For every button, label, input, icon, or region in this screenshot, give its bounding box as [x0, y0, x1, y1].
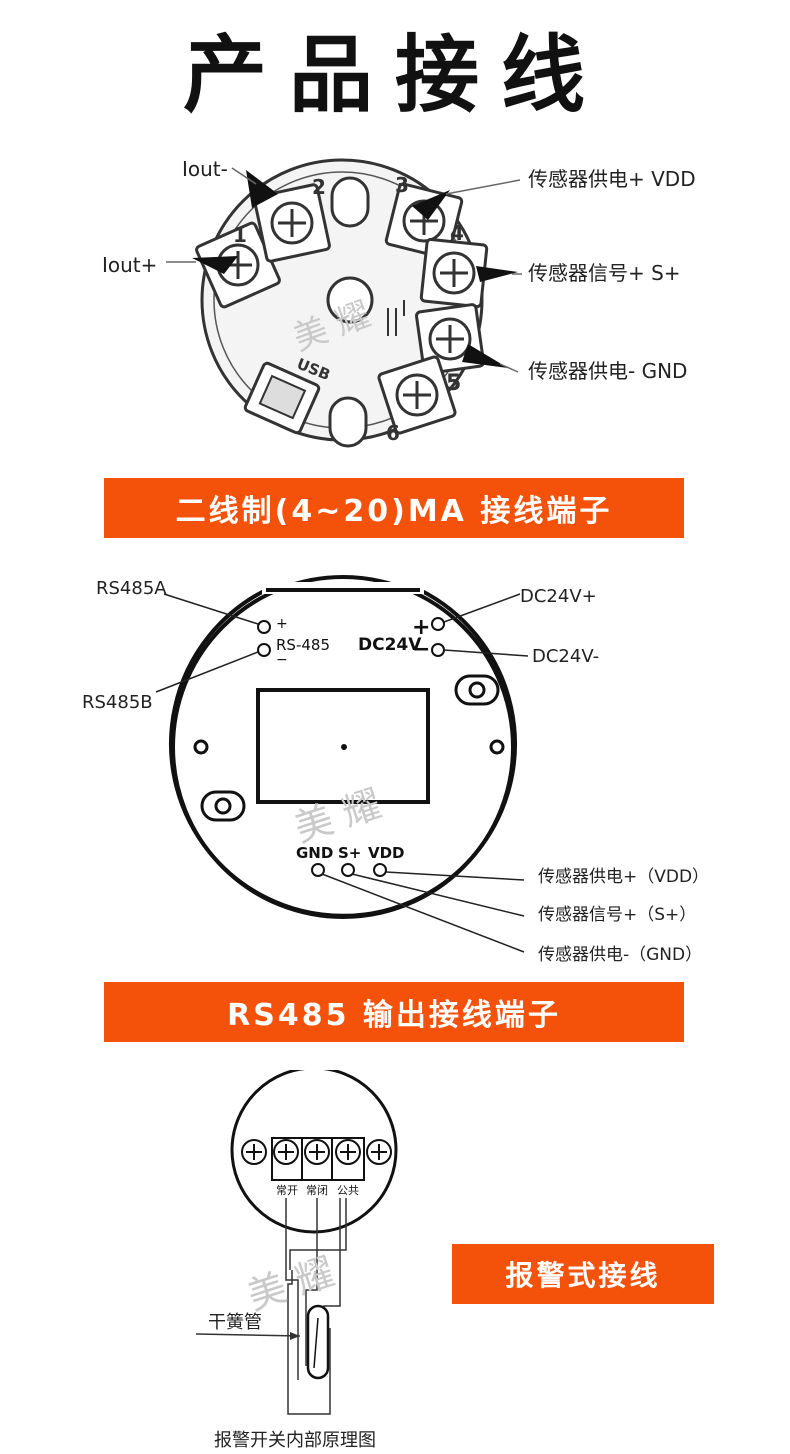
terminal-block-left — [195, 183, 331, 309]
banner-rs485: RS485 输出接线端子 — [104, 982, 684, 1042]
bottom-slot — [328, 396, 368, 448]
center-hole — [326, 276, 374, 324]
s-plus-mark: S+ — [338, 844, 361, 862]
label-iout-plus: Iout+ — [102, 253, 157, 277]
rs485-minus-mark: − — [276, 652, 288, 668]
gnd-mark: GND — [296, 844, 333, 862]
caption-alarm-schematic: 报警开关内部原理图 — [214, 1430, 376, 1451]
label-dc24v-minus: DC24V- — [532, 646, 599, 667]
board-minus-mark: − — [412, 637, 430, 662]
terminal-number-1: 1 — [233, 223, 247, 247]
label-vdd: 传感器供电+ VDD — [528, 167, 696, 191]
page-title: 产品接线 — [182, 26, 607, 124]
terminal-number-4: 4 — [450, 221, 464, 245]
terminal-number-3: 3 — [395, 173, 409, 197]
label-rs485b: RS485B — [82, 692, 153, 713]
screw-terminals — [241, 1139, 392, 1165]
mount-screws — [193, 674, 505, 822]
board-plus-mark: + — [412, 615, 430, 640]
callout-vdd: 传感器供电+（VDD） — [538, 867, 709, 887]
top-slot — [330, 176, 370, 228]
terminal-no: 常开 — [276, 1184, 298, 1197]
label-reed: 干簧管 — [208, 1312, 262, 1333]
label-rs485a: RS485A — [96, 578, 167, 599]
rs485-plus-mark: + — [276, 616, 288, 632]
terminal-nc: 常闭 — [306, 1184, 328, 1197]
terminal-number-2: 2 — [312, 175, 326, 199]
dc24v-board-mark: DC24V — [358, 635, 422, 655]
terminal-number-6: 6 — [386, 421, 400, 445]
two-wire-diagram: 1 2 3 4 5 6 USB Iout- Iout+ 传感器供电+ VDD 传… — [102, 157, 696, 448]
label-signal: 传感器信号+ S+ — [528, 261, 681, 285]
callout-s: 传感器信号+（S+） — [538, 905, 696, 925]
pointer-arrows — [192, 170, 518, 368]
banner-alarm: 报警式接线 — [452, 1244, 714, 1304]
label-gnd: 传感器供电- GND — [528, 359, 687, 383]
banner-two-wire: 二线制(4~20)MA 接线端子 — [104, 478, 684, 538]
rs485-diagram: + RS-485 − DC24V + − GND S+ VDD RS485A R… — [82, 575, 709, 965]
reed-switch — [306, 1304, 330, 1380]
callout-gnd: 传感器供电-（GND） — [538, 945, 702, 965]
vdd-mark: VDD — [368, 844, 405, 862]
terminal-com: 公共 — [337, 1184, 359, 1197]
label-dc24v-plus: DC24V+ — [520, 586, 597, 607]
label-iout-minus: Iout- — [182, 157, 228, 181]
rs485-mark: RS-485 — [276, 636, 330, 654]
terminal-number-5: 5 — [446, 371, 461, 396]
alarm-diagram: 常开 常闭 公共 干簧管 报警开关内部原理图 美 耀 — [195, 1070, 398, 1451]
